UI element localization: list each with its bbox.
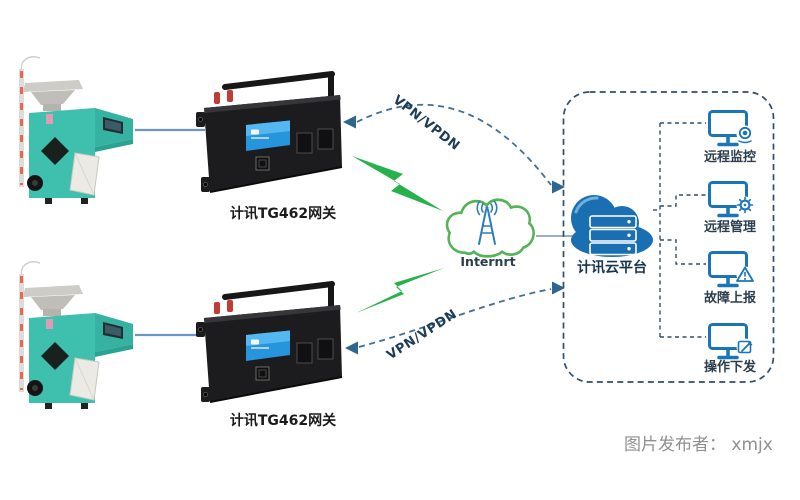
cloud-outline-icon (445, 198, 535, 258)
gateway-1: 计讯TG462网关 (196, 74, 342, 222)
server-icon (589, 215, 637, 256)
image-credit: 图片发布者： xmjx (624, 435, 773, 455)
gateway-label: 计讯TG462网关 (230, 205, 336, 222)
gateway-2: 计讯TG462网关 (196, 284, 342, 429)
cloud-platform: 计讯云平台 (571, 195, 653, 276)
internet-cloud: Internrt (445, 198, 535, 269)
vpn-tunnel-bottom (345, 281, 565, 355)
arrowhead-right-icon (552, 180, 565, 194)
vpn-label-bottom: VPN/VPDN (384, 307, 460, 363)
gateway-label: 计讯TG462网关 (230, 412, 336, 429)
service-label: 远程管理 (704, 219, 756, 235)
platform-service-connectors (653, 122, 706, 338)
service-label: 操作下发 (704, 359, 757, 375)
service-fault-report: 故障上报 (704, 250, 757, 306)
service-remote-management: 远程管理 (704, 180, 756, 235)
service-label: 故障上报 (704, 290, 757, 306)
cloud-platform-label: 计讯云平台 (577, 259, 647, 276)
arrowhead-right-icon (552, 281, 565, 295)
gear-icon (736, 196, 754, 214)
router-device (196, 74, 342, 192)
lightning-icon (356, 268, 444, 313)
router-device (196, 284, 342, 402)
webcam-icon (736, 125, 754, 144)
color-sorter-machine-2 (17, 260, 135, 411)
service-label: 远程监控 (704, 149, 756, 165)
lightning-icon (352, 156, 443, 211)
arrowhead-left-icon (345, 341, 358, 355)
warning-icon (736, 266, 754, 284)
antenna-tower-icon (476, 200, 498, 245)
arrowhead-left-icon (343, 115, 356, 129)
vpn-label-top: VPN/VPDN (390, 93, 463, 154)
edit-icon (736, 338, 754, 356)
color-sorter-machine-1 (17, 55, 135, 206)
service-remote-monitoring: 远程监控 (704, 109, 756, 165)
vpn-tunnel-top (343, 104, 565, 194)
internet-cloud-label: Internrt (460, 254, 515, 269)
cloud-server-icon (571, 195, 653, 257)
service-command-dispatch: 操作下发 (704, 322, 757, 375)
cloud-platform-panel (562, 91, 775, 383)
